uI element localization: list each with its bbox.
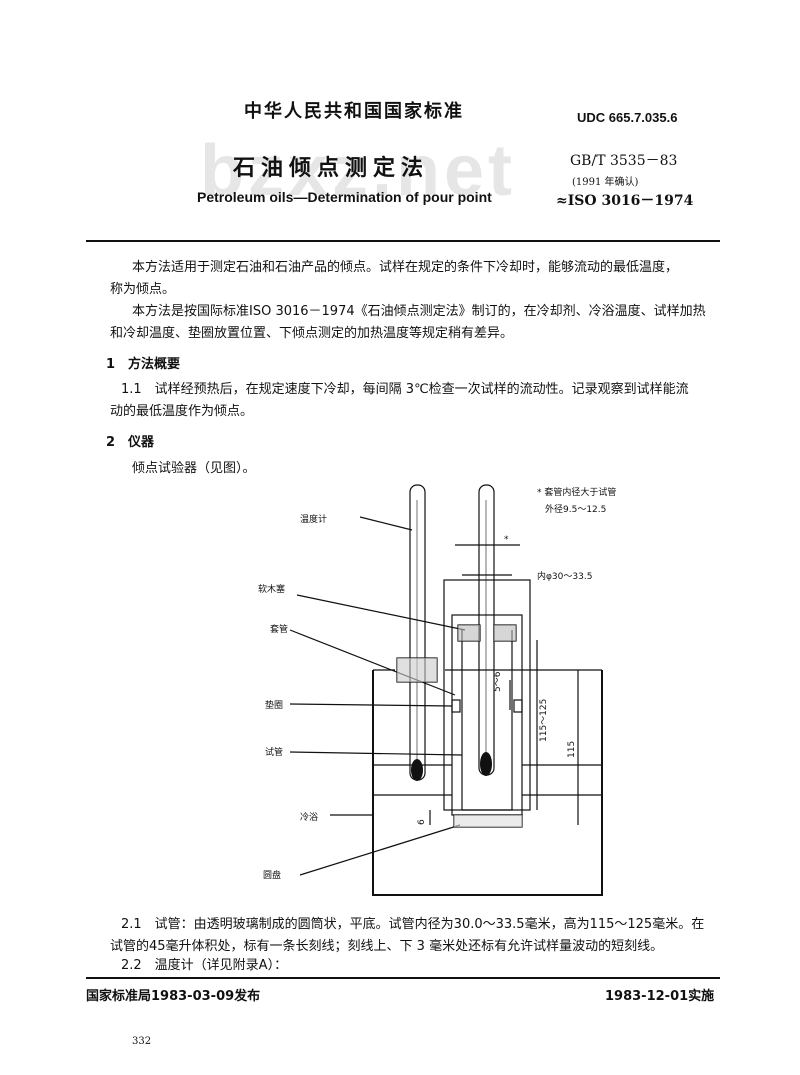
dimension-6: 6: [417, 819, 427, 825]
figure-note-2: 外径9.5～12.5: [545, 503, 606, 515]
iso-equivalent: ≈ISO 3016－1974: [556, 193, 694, 209]
clause-1-1-cont: 动的最低温度作为倾点。: [110, 404, 254, 419]
clause-2-1: 2.1 试管：由透明玻璃制成的圆筒状，平底。试管内径为30.0～33.5毫米，高…: [121, 917, 705, 932]
figure-note-1: * 套管内径大于试管: [537, 486, 616, 498]
footer-rule: [86, 977, 720, 979]
dimension-5-6: 5～6: [493, 671, 503, 692]
intro-paragraph-2: 本方法是按国际标准ISO 3016－1974《石油倾点测定法》制订的，在冷却剂、…: [132, 304, 706, 319]
label-jacket: 套管: [270, 623, 288, 635]
document-title-en: Petroleum oils—Determination of pour poi…: [197, 189, 492, 205]
document-title-cn: 石油倾点测定法: [233, 156, 430, 181]
header-rule: [86, 240, 720, 242]
clause-2-2: 2.2 温度计（详见附录A）：: [121, 958, 288, 973]
section-2-title: 2 仪器: [106, 435, 155, 450]
label-cold-bath: 冷浴: [300, 811, 318, 823]
intro-paragraph-1-cont: 称为倾点。: [110, 282, 176, 297]
label-thermometer: 温度计: [300, 513, 327, 525]
clause-1-1: 1.1 试样经预热后，在规定速度下冷却，每间隔 3℃检查一次试样的流动性。记录观…: [121, 382, 689, 397]
label-cork: 软木塞: [258, 583, 285, 595]
section-2-text: 倾点试验器（见图）。: [132, 461, 256, 476]
dimension-115-125: 115～125: [539, 699, 549, 742]
dimension-star: *: [504, 535, 509, 545]
standard-number: GB/T 3535－83: [570, 153, 678, 169]
issue-date: 国家标准局1983-03-09发布: [86, 989, 261, 1004]
section-1-title: 1 方法概要: [106, 357, 181, 372]
label-gasket: 垫圈: [265, 699, 283, 711]
intro-paragraph-2-cont: 和冷却温度、垫圈放置位置、下倾点测定的加热温度等规定稍有差异。: [110, 326, 514, 341]
clause-2-1-cont: 试管的45毫升体积处，标有一条长刻线；刻线上、下 3 毫米处还标有允许试样量波动…: [110, 939, 664, 954]
pour-point-apparatus-figure: 温度计 软木塞 套管 垫圈 试管 冷浴 圆盘 * 套管内径大于试管 外径9.5～…: [258, 484, 616, 896]
effective-date: 1983-12-01实施: [605, 989, 715, 1004]
confirmation-note: (1991 年确认): [572, 177, 639, 188]
label-disc: 圆盘: [263, 869, 281, 881]
dimension-inner-diameter: 内φ30～33.5: [537, 570, 592, 582]
label-test-tube: 试管: [265, 746, 283, 758]
watermark: bzxz.net: [200, 131, 517, 211]
intro-paragraph-1: 本方法适用于测定石油和石油产品的倾点。试样在规定的条件下冷却时，能够流动的最低温…: [132, 260, 679, 275]
dimension-115: 115: [567, 741, 577, 758]
issuing-org: 中华人民共和国国家标准: [244, 101, 464, 122]
page-number: 332: [132, 1036, 152, 1047]
udc-number: UDC 665.7.035.6: [577, 110, 678, 125]
